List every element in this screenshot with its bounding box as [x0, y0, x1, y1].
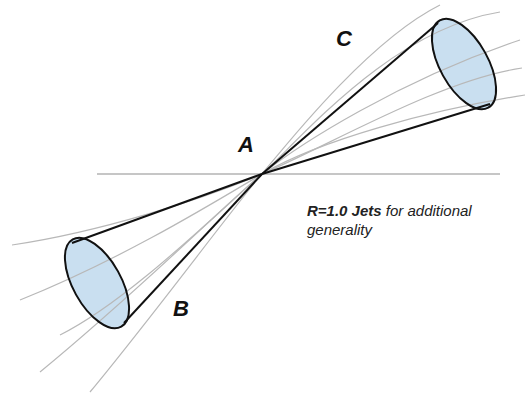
particle-track	[90, 5, 440, 392]
cone-rim	[419, 9, 509, 120]
particle-track	[40, 40, 520, 372]
point-label: C	[336, 28, 352, 50]
beam-axis	[97, 173, 500, 174]
cone-edge	[124, 174, 262, 323]
cone-rim	[52, 228, 142, 339]
annotation-note: R=1.0 Jets for additional generality	[307, 202, 475, 240]
point-label: A	[238, 134, 254, 156]
point-label: B	[173, 298, 189, 320]
jet-cone-face	[52, 228, 142, 339]
jet-cones	[52, 9, 509, 339]
particle-track	[12, 68, 522, 245]
jet-cone-face	[419, 9, 509, 120]
cone-edge	[262, 104, 490, 174]
annotation-text: R=1.0 Jets	[307, 202, 382, 219]
cone-edge	[262, 23, 438, 174]
particle-track	[20, 95, 525, 300]
cone-edge	[72, 174, 262, 243]
particle-track	[60, 12, 500, 335]
particle-tracks	[12, 5, 525, 392]
